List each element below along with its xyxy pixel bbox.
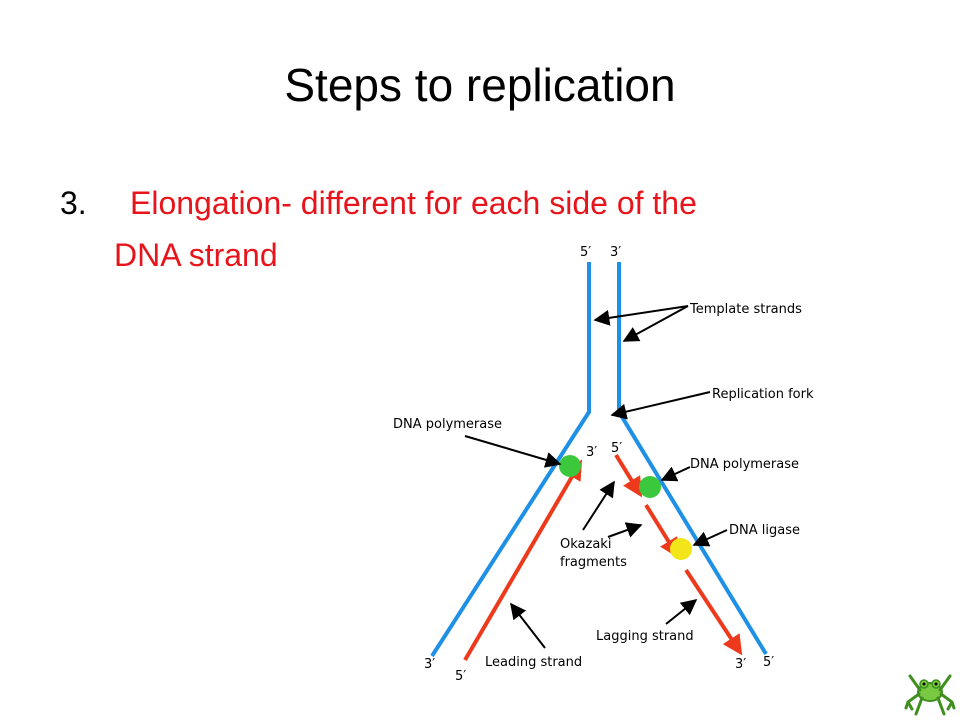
- template-strand-left: [430, 262, 591, 658]
- label-template-strands: Template strands: [689, 302, 802, 317]
- bullet-number: 3.: [60, 185, 87, 221]
- bullet-item: 3. Elongation- different for each side of…: [60, 180, 860, 226]
- pointer-leading: [510, 602, 546, 649]
- dna-ligase-dot: [670, 538, 692, 560]
- label-bottom-left-outer: 3′: [424, 657, 435, 672]
- label-dna-ligase: DNA ligase: [729, 523, 800, 538]
- pointer-polymerase-right: [660, 466, 691, 482]
- dna-polymerase-left-dot: [559, 455, 581, 477]
- okazaki-fragment-3: [684, 568, 743, 656]
- label-dna-polymerase-left: DNA polymerase: [393, 417, 502, 432]
- bullet-text-line1: Elongation- different for each side of t…: [130, 185, 697, 221]
- label-bottom-right-inner: 3′: [735, 657, 746, 672]
- label-bottom-right-outer: 5′: [763, 655, 774, 670]
- label-okazaki-line1: Okazaki: [560, 537, 611, 552]
- label-bottom-left-inner: 5′: [455, 669, 466, 684]
- pointer-okazaki-2: [607, 522, 643, 538]
- label-dna-polymerase-right: DNA polymerase: [690, 457, 799, 472]
- label-top-left-end: 5′: [580, 245, 591, 260]
- dna-polymerase-right-dot: [639, 476, 661, 498]
- label-inner-left-3: 3′: [586, 445, 597, 460]
- pointer-okazaki-1: [582, 480, 615, 531]
- label-lagging-strand: Lagging strand: [596, 629, 694, 644]
- label-top-right-end: 3′: [610, 245, 621, 260]
- label-okazaki-line2: fragments: [560, 555, 627, 570]
- pointer-replication-fork: [610, 391, 711, 420]
- pointer-lagging: [665, 599, 698, 625]
- bullet-text-line2: DNA strand: [114, 237, 278, 273]
- pointer-template-left: [593, 305, 689, 326]
- leading-strand: [463, 459, 583, 662]
- label-inner-right-5: 5′: [611, 441, 622, 456]
- pointer-ligase: [692, 529, 728, 547]
- label-replication-fork: Replication fork: [712, 387, 814, 402]
- slide-title: Steps to replication: [284, 59, 676, 111]
- frog-logo-icon: [904, 674, 956, 716]
- label-leading-strand: Leading strand: [485, 655, 582, 670]
- okazaki-fragment-1: [614, 453, 643, 498]
- pointer-polymerase-left: [464, 435, 562, 468]
- pointer-template-right: [622, 305, 689, 342]
